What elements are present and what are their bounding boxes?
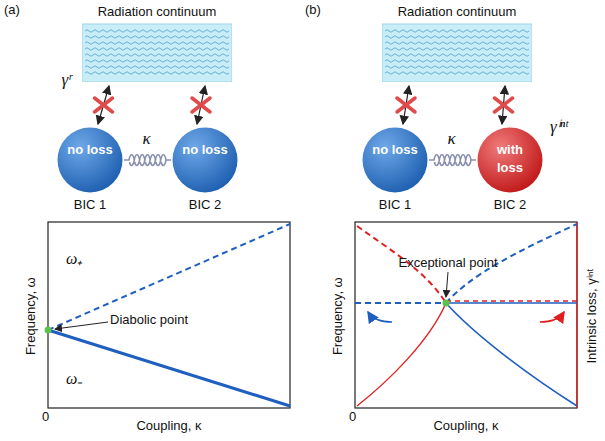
connector (495, 86, 513, 124)
bic-resonator: no lossBIC 1 (57, 127, 123, 193)
branch-label: ω₊ (66, 250, 82, 268)
connector (192, 86, 210, 124)
point-label: Exceptional point (398, 256, 497, 270)
axis-label: Intrinsic loss, γⁱⁿᵗ (585, 269, 599, 364)
bic-resonator: no lossBIC 2 (172, 127, 238, 193)
panel-label: (b) (305, 3, 321, 17)
branch-label: ω₋ (66, 370, 82, 388)
edge-label: κ (143, 130, 151, 149)
axis-tick: 0 (42, 410, 49, 424)
radiation-continuum: Radiation continuum (82, 4, 232, 82)
plot-a (45, 222, 291, 408)
plot-b (355, 222, 577, 408)
bic-name: BIC 1 (352, 197, 438, 212)
radiation-continuum: Radiation continuum (382, 4, 532, 82)
connector (397, 86, 415, 124)
axis-label: Frequency, ω (24, 277, 38, 355)
connector (429, 155, 476, 166)
axis-tick: 0 (349, 410, 356, 424)
continuum-label: Radiation continuum (382, 4, 532, 20)
bic-resonator: with lossBIC 2 (477, 127, 543, 193)
bic-name: BIC 1 (47, 197, 133, 212)
bic-resonator: no lossBIC 1 (362, 127, 428, 193)
axis-label: Coupling, κ (136, 419, 201, 433)
bic-loss-text: with loss (485, 141, 535, 177)
bic-sphere (57, 127, 123, 193)
edge-label: κ (448, 130, 456, 149)
axis-label: Coupling, κ (433, 419, 498, 433)
bic-sphere (362, 127, 428, 193)
connector (95, 86, 113, 124)
bic-name: BIC 2 (467, 197, 553, 212)
bic-sphere (172, 127, 238, 193)
edge-label: γʳ (62, 71, 72, 90)
loss-label: γⁱⁿᵗ (550, 118, 568, 137)
panel-label: (a) (4, 3, 20, 17)
point-label: Diabolic point (110, 313, 188, 327)
bic-loss-text: no loss (65, 141, 115, 159)
bic-loss-text: no loss (370, 141, 420, 159)
connector (124, 155, 171, 166)
continuum-label: Radiation continuum (82, 4, 232, 20)
bic-name: BIC 2 (162, 197, 248, 212)
axis-label: Frequency, ω (331, 277, 345, 355)
bic-loss-text: no loss (180, 141, 230, 159)
